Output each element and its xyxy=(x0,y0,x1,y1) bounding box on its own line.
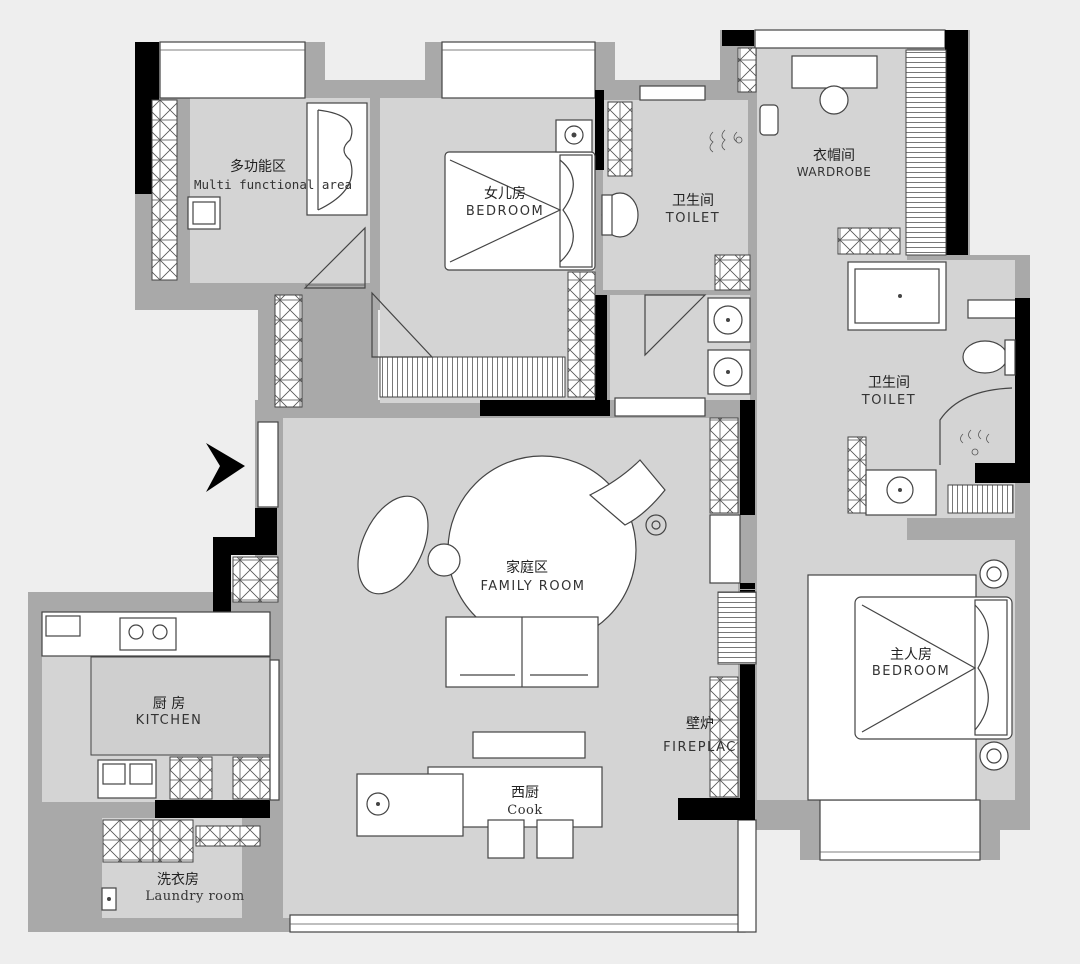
wardrobe-furniture xyxy=(759,55,878,136)
entrance-arrow-icon xyxy=(206,443,245,492)
family-label-zh: 家庭区 xyxy=(506,559,548,576)
kitchen-furniture xyxy=(41,611,280,801)
master-label-en: BEDROOM xyxy=(872,664,950,679)
cabinets xyxy=(102,47,901,863)
master-furniture xyxy=(807,559,1013,801)
wardrobe-label-en: WARDROBE xyxy=(797,165,872,179)
fireplace-label-zh: 壁炉 xyxy=(686,716,714,732)
daughter-furniture xyxy=(371,119,596,358)
radiators xyxy=(379,49,1014,665)
daughter-label-zh: 女儿房 xyxy=(484,185,526,202)
kitchen-label-en: KITCHEN xyxy=(136,713,203,728)
multi-label-en: Multi functional area xyxy=(194,177,352,192)
family-label-en: FAMILY ROOM xyxy=(480,579,585,594)
toilet2-label-zh: 卫生间 xyxy=(868,375,910,391)
multi-label-zh: 多功能区 xyxy=(230,158,286,175)
toilet1-label-zh: 卫生间 xyxy=(672,193,714,209)
laundry-label-zh: 洗衣房 xyxy=(157,872,199,888)
daughter-label-en: BEDROOM xyxy=(466,204,544,219)
cook-label-zh: 西厨 xyxy=(511,785,539,801)
toilet2-fixtures xyxy=(847,261,1016,516)
windows xyxy=(159,29,1019,933)
toilet1-label-en: TOILET xyxy=(665,211,720,226)
multi-furniture xyxy=(187,102,368,289)
kitchen-label-zh: 厨 房 xyxy=(153,696,185,712)
fireplace-label-en: FIREPLAC xyxy=(663,740,737,755)
cook-label-en: Cook xyxy=(507,803,542,818)
master-label-zh: 主人房 xyxy=(890,647,932,663)
toilet1-fixtures xyxy=(601,129,751,395)
family-furniture xyxy=(356,455,667,859)
laundry-label-en: Laundry room xyxy=(145,889,244,904)
wardrobe-label-zh: 衣帽间 xyxy=(813,148,855,164)
toilet2-label-en: TOILET xyxy=(861,393,916,408)
laundry-furniture xyxy=(101,887,117,911)
